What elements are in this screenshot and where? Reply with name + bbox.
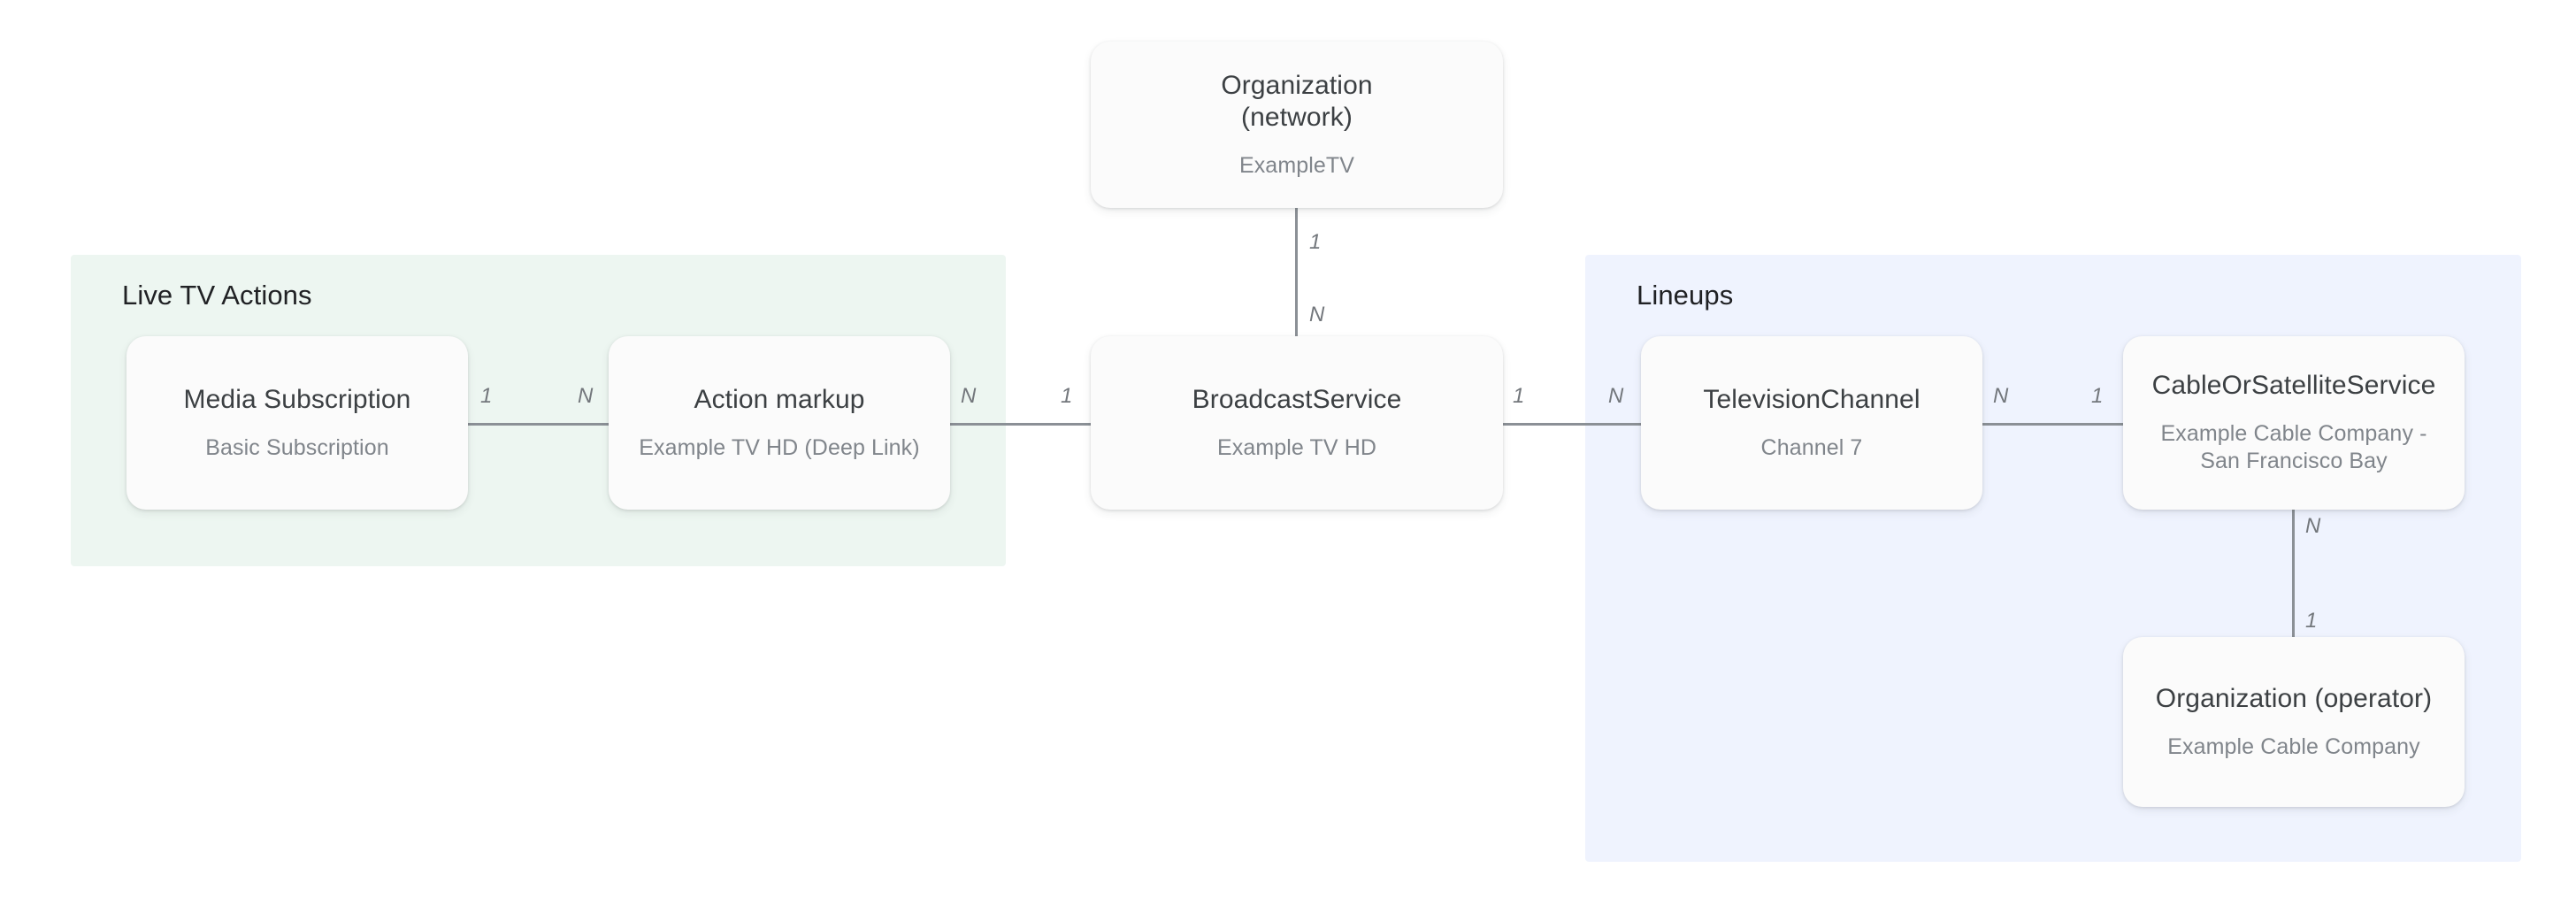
panel-lineups-title: Lineups [1637,280,1734,311]
node-media-subscription-subtitle: Basic Subscription [205,434,389,460]
node-organization-network-subtitle: ExampleTV [1238,152,1355,178]
edge-broadcast-service-to-television-channel-from-multiplicity: 1 [1513,384,1525,408]
node-organization-operator-title: Organization (operator) [2155,683,2433,713]
edge-cable-service-to-org-operator-to-multiplicity: 1 [2305,609,2318,633]
edge-action-markup-to-broadcast-service [950,423,1091,426]
node-television-channel[interactable]: TelevisionChannel Channel 7 [1641,336,1982,510]
node-action-markup[interactable]: Action markup Example TV HD (Deep Link) [609,336,950,510]
edge-media-subscription-to-action-markup-from-multiplicity: 1 [480,384,493,408]
edge-media-subscription-to-action-markup-to-multiplicity: N [578,384,594,408]
node-broadcast-service-subtitle: Example TV HD [1216,434,1377,460]
panel-live-tv-actions-title: Live TV Actions [122,280,312,311]
node-organization-operator-subtitle: Example Cable Company [2167,733,2420,759]
node-media-subscription[interactable]: Media Subscription Basic Subscription [126,336,468,510]
node-cable-or-satellite-service-subtitle: Example Cable Company - San Francisco Ba… [2160,420,2427,474]
edge-org-network-to-broadcast-service-from-multiplicity: 1 [1309,230,1322,254]
edge-media-subscription-to-action-markup [468,423,609,426]
node-organization-network[interactable]: Organization (network) ExampleTV [1091,42,1503,208]
edge-org-network-to-broadcast-service-to-multiplicity: N [1309,303,1325,326]
node-television-channel-title: TelevisionChannel [1703,384,1920,414]
edge-television-channel-to-cable-service-from-multiplicity: N [1993,384,2009,408]
node-broadcast-service-title: BroadcastService [1192,384,1402,414]
edge-action-markup-to-broadcast-service-from-multiplicity: N [961,384,977,408]
edge-org-network-to-broadcast-service [1295,208,1298,336]
node-organization-operator[interactable]: Organization (operator) Example Cable Co… [2123,637,2465,807]
node-cable-or-satellite-service[interactable]: CableOrSatelliteService Example Cable Co… [2123,336,2465,510]
node-broadcast-service[interactable]: BroadcastService Example TV HD [1091,336,1503,510]
edge-television-channel-to-cable-service [1982,423,2123,426]
edge-television-channel-to-cable-service-to-multiplicity: 1 [2091,384,2104,408]
node-action-markup-title: Action markup [694,384,865,414]
edge-cable-service-to-org-operator-from-multiplicity: N [2305,514,2321,538]
node-organization-network-title: Organization (network) [1221,70,1373,133]
node-cable-or-satellite-service-title: CableOrSatelliteService [2151,371,2436,401]
edge-broadcast-service-to-television-channel [1503,423,1641,426]
edge-action-markup-to-broadcast-service-to-multiplicity: 1 [1061,384,1073,408]
node-action-markup-subtitle: Example TV HD (Deep Link) [639,434,920,460]
edge-broadcast-service-to-television-channel-to-multiplicity: N [1608,384,1624,408]
node-media-subscription-title: Media Subscription [183,384,411,414]
edge-cable-service-to-org-operator [2292,510,2295,637]
node-television-channel-subtitle: Channel 7 [1760,434,1863,460]
